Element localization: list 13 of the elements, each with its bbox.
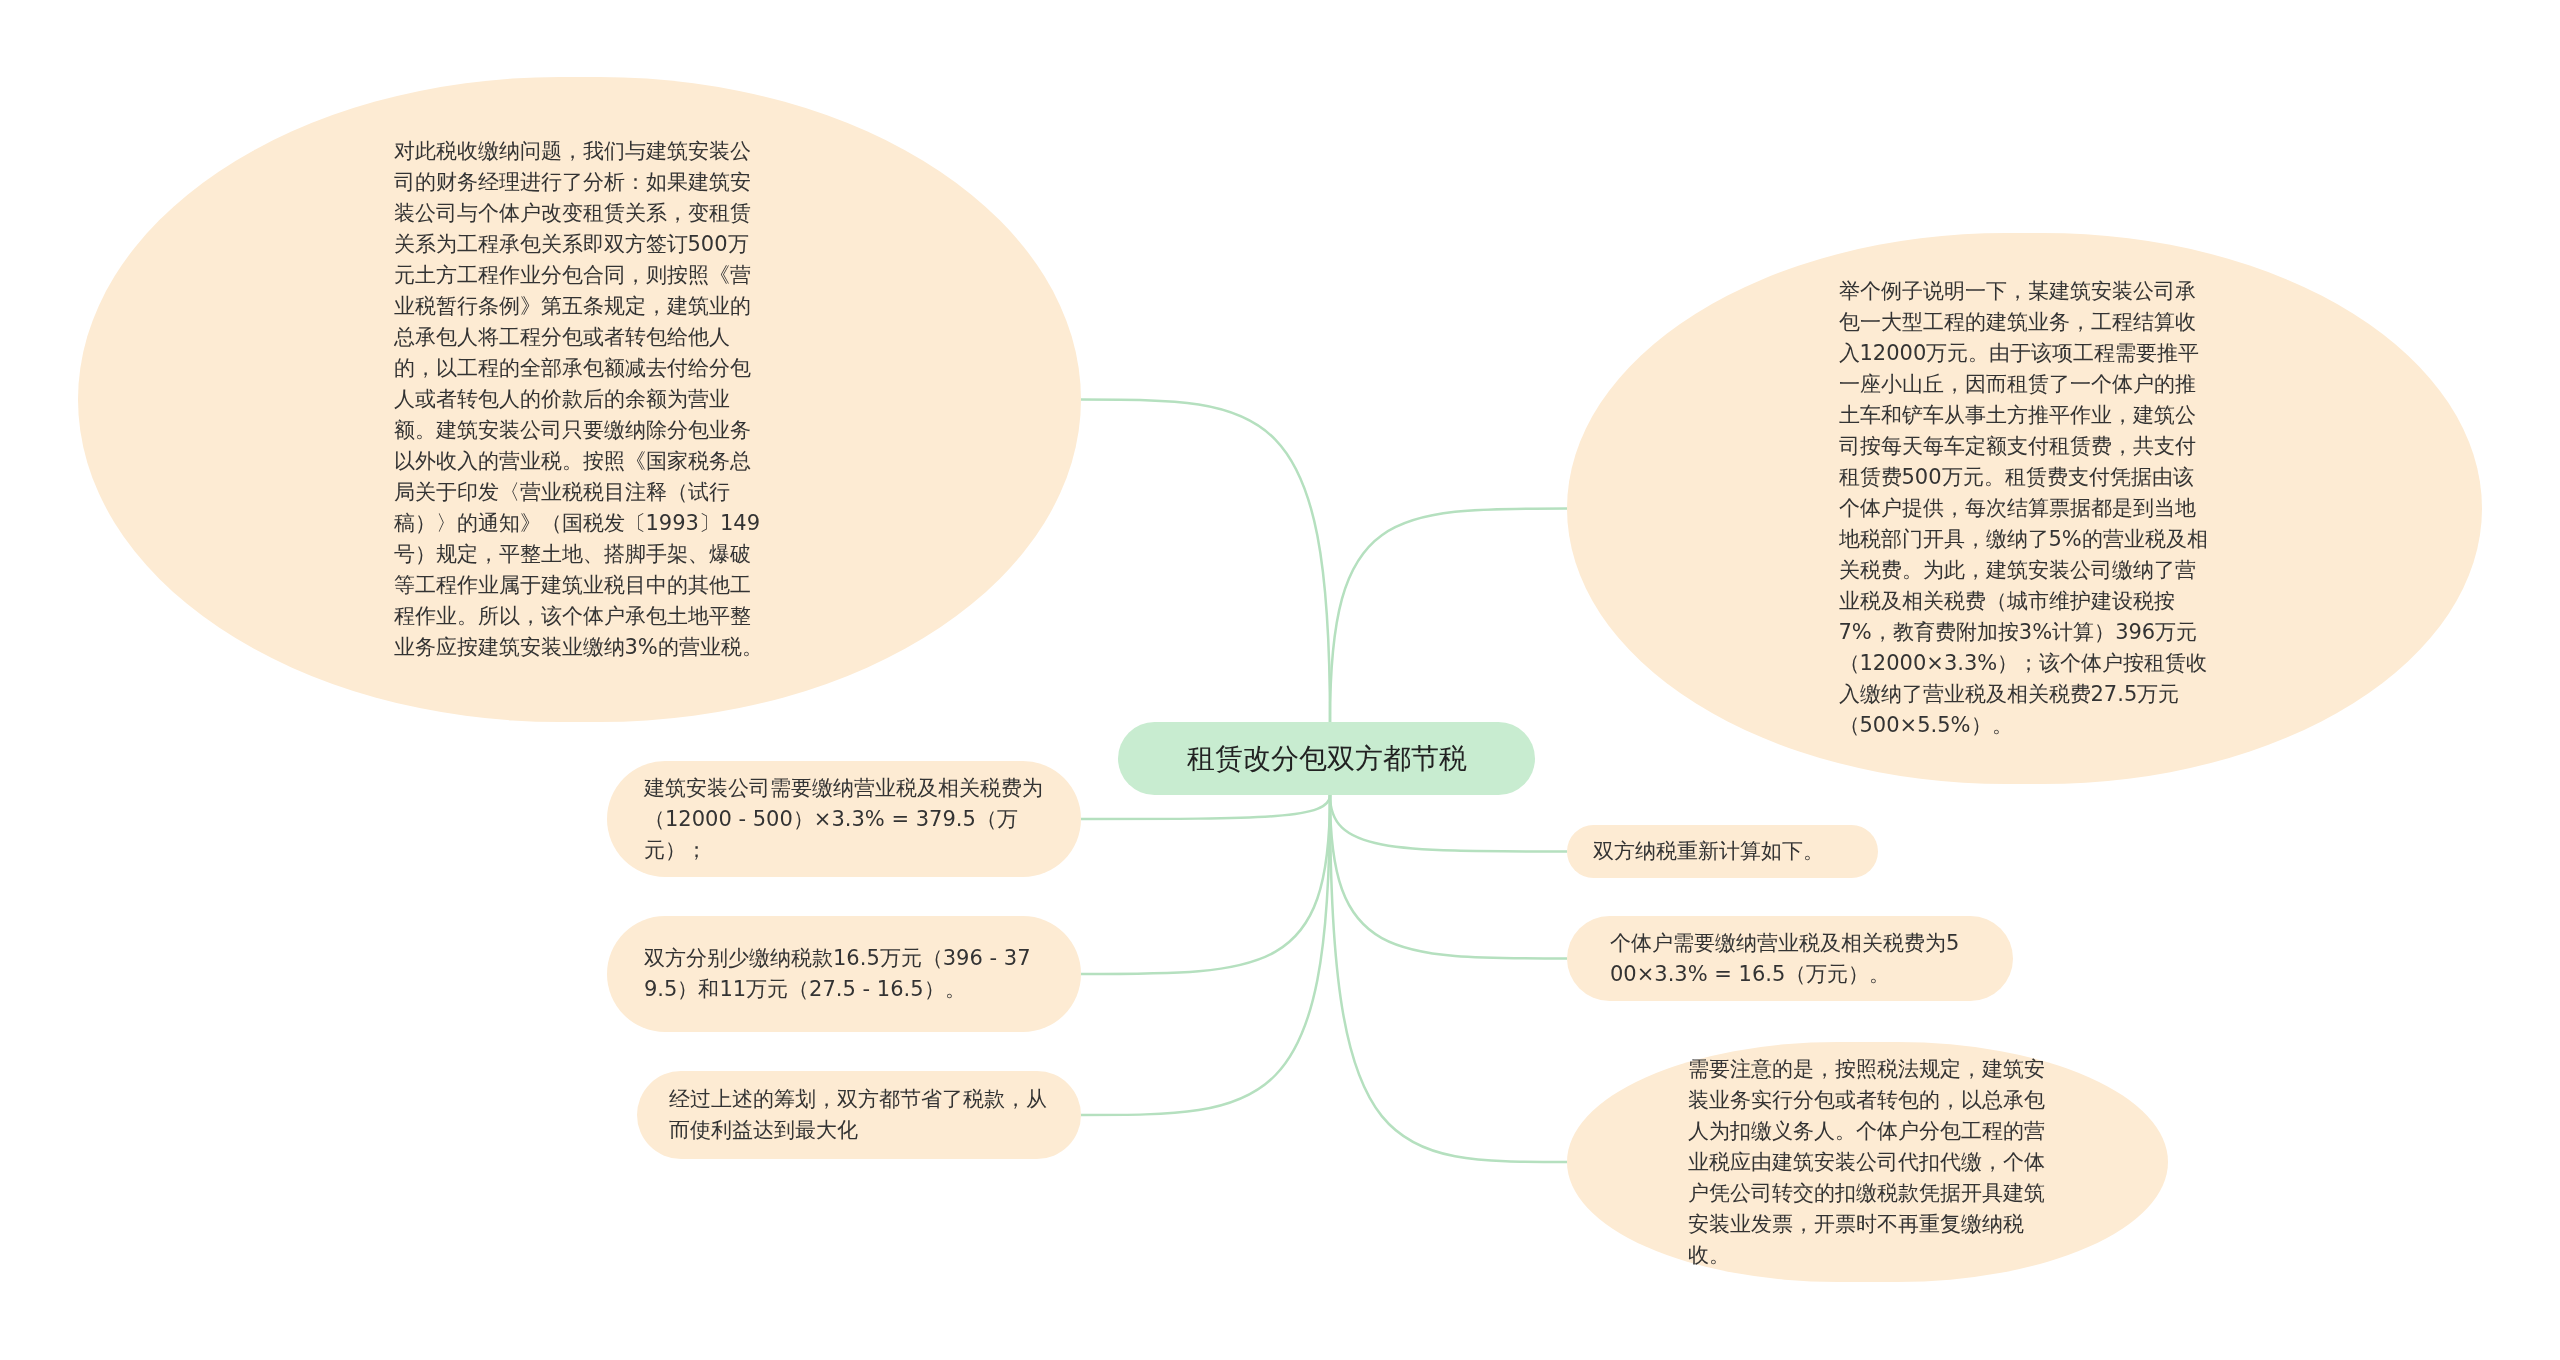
topic-text: 建筑安装公司需要缴纳营业税及相关税费为（12000 - 500）×3.3% = 379.5（万元）； [644, 774, 1044, 864]
topic-text: 经过上述的筹划，双方都节省了税款，从而使利益达到最大化 [669, 1086, 1048, 1144]
connector [1328, 795, 1567, 1164]
topic-text: 需要注意的是，按照税法规定，建筑安装业务实行分包或者转包的，以总承包人为扣缴义务人。个体户分包工程的营业税应由建筑安装公司代扣代缴，个体户凭公司转交的扣缴税款凭据开具建筑安装业发票，开票时不再重复缴纳税收。 [1687, 1055, 2046, 1269]
connector [1081, 794, 1332, 821]
topic-bubble [1567, 825, 1878, 878]
topic-text: 对此税收缴纳问题，我们与建筑安装公司的财务经理进行了分析：如果建筑安装公司与个体户改变租赁关系，变租赁关系为工程承包关系即双方签订500万元土方工程作业分包合同，则按照《营业税暂行条例》第五条规定，建筑业的总承包人将工程分包或者转包给他人的，以工程的全部承包额减去付给分包人或者转包人的价款后的余额为营业额。建筑安装公司只要缴纳除分包业务以外收入的营业税。按照《国家税务总局关于印发〈营业税税目注释（试行稿）〉的通知》（国税发〔1993〕149号）规定，平整土地、搭脚手架、爆破等工程作业属于建筑业税目中的其他工程作业。所以，该个体户承包土地平整业务应按建筑安装业缴纳3%的营业税。 [393, 138, 764, 661]
connector [1328, 507, 1567, 723]
topic-text: 个体户需要缴纳营业税及相关税费为500×3.3% = 16.5（万元）。 [1610, 929, 1961, 988]
topic-text: 举个例子说明一下，某建筑安装公司承包一大型工程的建筑业务，工程结算收入12000万元。由于该项工程需要推平一座小山丘，因而租赁了一个体户的推土车和铲车从事土方推平作业，建筑公司按每天每车定额支付租赁费，共支付租赁费500万元。租赁费支付凭据由该个体户提供，每次结算票据都是到当地地税部门开具，缴纳了5%的营业税及相关税费。为此，建筑安装公司缴纳了营业税及相关税费（城市维护建设税按7%，教育费附加按3%计算）396万元（12000×3.3%）；该个体户按租赁收入缴纳了营业税及相关税费27.5万元（500×5.5%）。 [1838, 278, 2209, 739]
topic-text: 双方分别少缴纳税款16.5万元（396 - 379.5）和11万元（27.5 - 16.5）。 [644, 945, 1032, 1003]
topic-title: 租赁改分包双方都节税 [1186, 740, 1467, 777]
topic-text: 双方纳税重新计算如下。 [1592, 838, 1825, 865]
